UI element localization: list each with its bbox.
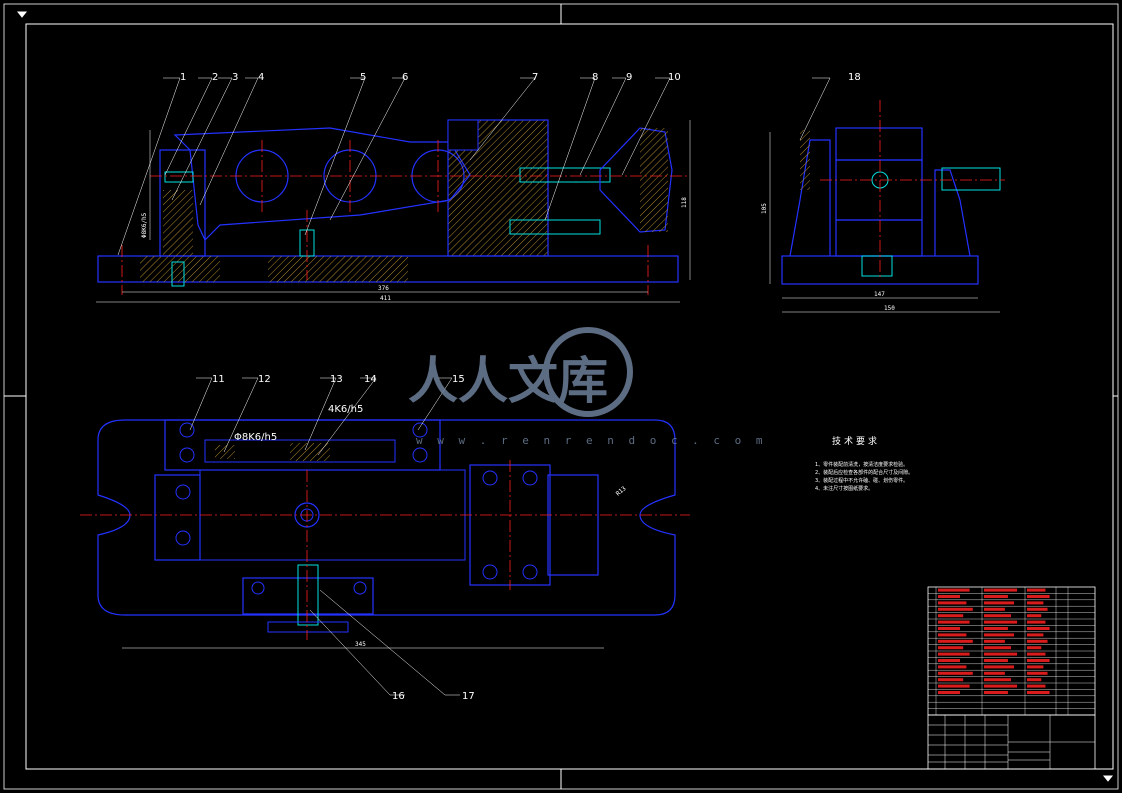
parts-list-cell-text [938, 633, 967, 637]
fit-phi8-plan: Φ8K6/h5 [234, 432, 277, 443]
parts-list-cell-text [1027, 633, 1044, 637]
parts-list-cell-text [1027, 671, 1048, 675]
parts-list-cell-text [938, 671, 973, 675]
parts-list-cell-text [1027, 607, 1048, 611]
parts-list-cell-text [938, 665, 967, 669]
parts-list-cell-text [984, 691, 1008, 694]
dim-150: 150 [884, 305, 895, 312]
parts-list-cell-text [984, 678, 1011, 682]
parts-list-cell-text [984, 665, 1015, 669]
parts-list-cell-text [984, 588, 1018, 592]
part-label-10: 10 [668, 72, 681, 83]
parts-list-cell-text [1027, 652, 1046, 656]
part-label-5: 5 [360, 72, 366, 83]
dim-147: 147 [874, 291, 885, 298]
parts-list-cell-text [1027, 614, 1042, 618]
parts-list [927, 586, 1096, 716]
parts-list-cell-text [1027, 684, 1046, 688]
part-label-11: 11 [212, 374, 225, 385]
parts-list-cell-text [1027, 627, 1050, 630]
tech-req-item-1: 1、零件装配前清洗，按清洁度要求检验。 [815, 461, 908, 468]
parts-list-cell-text [984, 646, 1011, 650]
drawing-frame [3, 3, 1119, 790]
side-view: 147 150 105 18 [761, 72, 1005, 313]
parts-list-cell-text [984, 659, 1008, 662]
front-view: 376 411 118 Φ8K6/h5 1 2 3 4 5 6 7 8 9 10 [96, 72, 691, 303]
part-label-13: 13 [330, 374, 343, 385]
dim-r13: R13 [615, 485, 628, 498]
parts-list-cell-text [1027, 665, 1044, 669]
tech-req-title: 技术要求 [832, 435, 880, 447]
parts-list-cell-text [1027, 691, 1050, 694]
dim-411: 411 [380, 295, 391, 302]
parts-list-cell-text [984, 652, 1018, 656]
plan-base [97, 419, 676, 616]
parts-list-cell-text [984, 607, 1005, 611]
title-block [927, 714, 1096, 770]
part-label-3: 3 [232, 72, 238, 83]
parts-list-cell-text [938, 595, 960, 598]
dim-105: 105 [761, 203, 768, 214]
parts-list-cell-text [1027, 601, 1044, 605]
parts-list-cell-text [938, 691, 960, 694]
watermark-text: 人人文库 [408, 351, 608, 410]
parts-list-cell-text [984, 671, 1005, 675]
parts-list-cell-text [984, 601, 1015, 605]
part-label-2: 2 [212, 72, 218, 83]
tech-req-item-4: 4、未注尺寸按图纸要求。 [815, 485, 873, 492]
watermark-url: w w w . r e n r e n d o c . c o m [416, 434, 767, 447]
parts-list-cell-text [938, 639, 973, 643]
part-label-6: 6 [402, 72, 408, 83]
parts-list-cell-text [1027, 588, 1046, 592]
parts-list-cell-text [984, 633, 1015, 637]
watermark: 人人文库 w w w . r e n r e n d o c . c o m [408, 327, 767, 447]
parts-list-cell-text [1027, 659, 1050, 662]
part-label-9: 9 [626, 72, 632, 83]
parts-list-cell-text [938, 678, 964, 682]
part-label-7: 7 [532, 72, 538, 83]
parts-list-cell-text [984, 614, 1011, 618]
part-label-12: 12 [258, 374, 271, 385]
lever-arm [173, 127, 471, 242]
parts-list-cell-text [938, 601, 967, 605]
parts-list-cell-text [938, 684, 970, 688]
parts-list-cell-text [984, 620, 1018, 624]
parts-list-cell-text [984, 639, 1005, 643]
fit-4: 4K6/h5 [328, 404, 363, 415]
parts-list-cell-text [938, 588, 970, 592]
parts-list-cell-text [1027, 620, 1046, 624]
dim-376: 376 [378, 285, 389, 292]
fit-phi8: Φ8K6/h5 [141, 212, 148, 238]
parts-list-cell-text [1027, 646, 1042, 650]
part-label-1: 1 [180, 72, 186, 83]
part-label-17: 17 [462, 691, 475, 702]
part-label-16: 16 [392, 691, 405, 702]
parts-list-cell-text [1027, 639, 1048, 643]
parts-list-cell-text [938, 614, 964, 618]
parts-list-cell-text [984, 684, 1018, 688]
tech-req-item-3: 3、装配过程中不允许磕、碰、划伤零件。 [815, 477, 908, 484]
parts-list-cell-text [984, 595, 1008, 598]
parts-list-cell-text [938, 607, 973, 611]
parts-list-cell-text [984, 627, 1008, 630]
dim-345: 345 [355, 641, 366, 648]
part-label-8: 8 [592, 72, 598, 83]
parts-list-cell-text [1027, 678, 1042, 682]
plan-view: 345 R13 Φ8K6/h5 4K6/h5 11 12 13 14 15 16… [80, 374, 690, 702]
parts-list-cell-text [938, 646, 964, 650]
watermark-logo-icon [543, 327, 633, 417]
parts-list-cell-text [938, 627, 960, 630]
part-label-4: 4 [258, 72, 264, 83]
parts-list-cell-text [1027, 595, 1050, 598]
part-label-18: 18 [848, 72, 861, 83]
parts-list-cell-text [938, 652, 970, 656]
part-label-15: 15 [452, 374, 465, 385]
part-label-14: 14 [364, 374, 377, 385]
dim-118: 118 [681, 197, 688, 208]
tech-req-item-2: 2、装配后应检查各部件的配合尺寸及间隙。 [815, 469, 913, 476]
technical-requirements: 技术要求 1、零件装配前清洗，按清洁度要求检验。 2、装配后应检查各部件的配合尺… [815, 435, 913, 492]
parts-list-cell-text [938, 620, 970, 624]
parts-list-cell-text [938, 659, 960, 662]
